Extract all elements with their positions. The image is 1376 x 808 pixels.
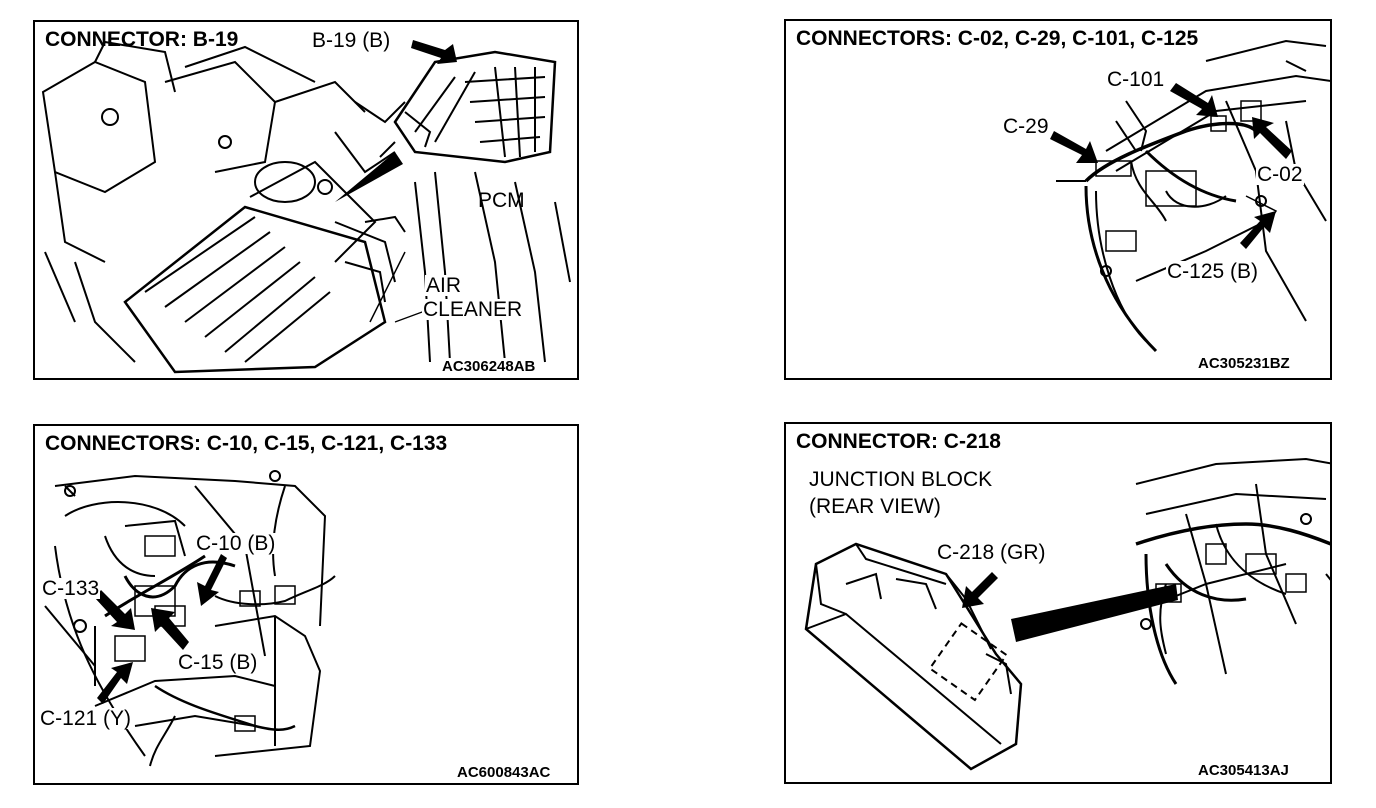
dash-lower-harness-illustration [44, 470, 336, 767]
c218-arrow-icon [962, 572, 998, 608]
c133-label: C-133 [41, 577, 101, 600]
c218-label: C-218 (GR) [936, 541, 1047, 564]
figure-code: AC306248AB [440, 358, 538, 375]
cleaner-label: CLEANER [422, 298, 524, 321]
panel-title: CONNECTOR: C-218 [796, 430, 1001, 453]
panel-c10-c15-c121-c133: CONNECTORS: C-10, C-15, C-121, C-133 C-1… [33, 424, 579, 785]
c125-label: C-125 (B) [1166, 260, 1260, 283]
c121-label: C-121 (Y) [39, 707, 133, 730]
figure-code: AC305413AJ [1196, 762, 1291, 779]
panel-b19: CONNECTOR: B-19 B-19 (B) PCM AIR CLEANER… [33, 20, 579, 380]
rear-view-label: (REAR VIEW) [809, 495, 941, 518]
panel-title: CONNECTOR: B-19 [45, 28, 239, 51]
c10-arrow-icon [197, 554, 227, 606]
c133-arrow-icon [95, 590, 135, 630]
c29-arrow-icon [1050, 131, 1098, 163]
junction-block-label: JUNCTION BLOCK [809, 468, 993, 491]
c02-arrow-icon [1252, 117, 1292, 159]
c15-label: C-15 (B) [177, 651, 259, 674]
engine-bay-illustration [41, 40, 571, 374]
panel-c02-c29-c101-c125: CONNECTORS: C-02, C-29, C-101, C-125 C-1… [784, 19, 1332, 380]
panel-c218: CONNECTOR: C-218 JUNCTION BLOCK (REAR VI… [784, 422, 1332, 784]
junction-block-illustration [804, 457, 1330, 771]
c101-label: C-101 [1106, 68, 1166, 91]
b19-label: B-19 (B) [311, 29, 392, 52]
c125-arrow-icon [1240, 211, 1276, 249]
c15-arrow-icon [151, 608, 189, 650]
c10-label: C-10 (B) [195, 532, 277, 555]
c29-label: C-29 [1002, 115, 1050, 138]
panel-title: CONNECTORS: C-10, C-15, C-121, C-133 [45, 432, 448, 455]
air-label: AIR [425, 274, 463, 297]
c101-arrow-icon [1170, 83, 1218, 117]
panel-title: CONNECTORS: C-02, C-29, C-101, C-125 [796, 27, 1199, 50]
pcm-label: PCM [478, 189, 525, 212]
c121-arrow-icon [97, 662, 133, 704]
figure-code: AC305231BZ [1196, 355, 1292, 372]
figure-code: AC600843AC [455, 764, 553, 781]
b19-arrow-icon [411, 40, 457, 64]
c02-label: C-02 [1256, 163, 1304, 186]
dash-harness-illustration [1050, 39, 1330, 353]
